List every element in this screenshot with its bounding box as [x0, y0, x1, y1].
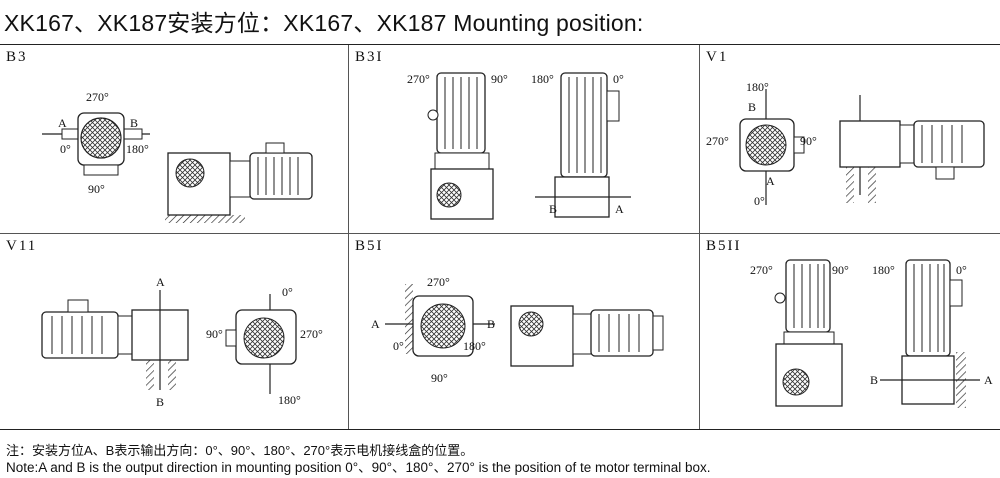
b3-drawing: 270° 0° 180° 90° A B [42, 90, 313, 223]
cell-b3: B3 270° 0° 180° 90° A B [0, 45, 349, 234]
svg-text:90°: 90° [431, 371, 448, 385]
cell-label: B5II [706, 238, 742, 254]
cell-b3i: B3I 270° 90° 180° 0° B A [349, 45, 700, 234]
svg-text:B: B [748, 100, 756, 114]
svg-text:90°: 90° [206, 327, 223, 341]
svg-text:180°: 180° [278, 393, 301, 407]
svg-text:A: A [615, 202, 624, 216]
svg-text:0°: 0° [613, 72, 624, 86]
b3i-drawing: 270° 90° 180° 0° B A [407, 72, 631, 220]
svg-text:B: B [487, 317, 495, 331]
svg-text:180°: 180° [872, 263, 895, 277]
v11-drawing: A B 0° 90° 270° 180° [41, 275, 323, 409]
angle-180: 180° [126, 142, 149, 156]
svg-text:A: A [984, 373, 993, 387]
svg-text:B: B [870, 373, 878, 387]
cell-b5i: B5I 270° 0° 180° 90° A B [349, 234, 700, 429]
svg-text:0°: 0° [282, 285, 293, 299]
svg-text:90°: 90° [832, 263, 849, 277]
svg-text:270°: 270° [300, 327, 323, 341]
b5ii-drawing: 270° 90° 180° 0° B A [750, 259, 993, 408]
svg-text:A: A [156, 275, 165, 289]
svg-text:0°: 0° [956, 263, 967, 277]
angle-90: 90° [88, 182, 105, 196]
svg-text:0°: 0° [754, 194, 765, 208]
cell-b5ii: B5II 270° 90° 180° 0° B A [700, 234, 1000, 429]
svg-text:270°: 270° [427, 275, 450, 289]
svg-text:B: B [156, 395, 164, 409]
v1-drawing: 180° 270° 90° 0° B A [706, 80, 985, 208]
angle-270: 270° [86, 90, 109, 104]
svg-text:A: A [371, 317, 380, 331]
cell-v11: V11 A B 0° 90° 270° 180° [0, 234, 349, 429]
svg-text:270°: 270° [407, 72, 430, 86]
cell-label: B5I [355, 238, 384, 254]
svg-text:180°: 180° [531, 72, 554, 86]
cell-label: V11 [6, 238, 38, 254]
svg-text:A: A [766, 174, 775, 188]
svg-text:0°: 0° [393, 339, 404, 353]
svg-text:90°: 90° [800, 134, 817, 148]
angle-0: 0° [60, 142, 71, 156]
page-title: XK167、XK187安装方位：XK167、XK187 Mounting pos… [4, 10, 644, 36]
cell-label: B3I [355, 49, 384, 65]
mounting-position-grid: B3 270° 0° 180° 90° A B [0, 44, 1000, 430]
b5i-drawing: 270° 0° 180° 90° A B [371, 275, 664, 385]
svg-text:270°: 270° [750, 263, 773, 277]
cell-label: V1 [706, 49, 729, 65]
note-english: Note:A and B is the output direction in … [6, 460, 711, 475]
svg-text:180°: 180° [746, 80, 769, 94]
svg-text:B: B [549, 202, 557, 216]
output-b: B [130, 116, 138, 130]
cell-v1: V1 180° 270° 90° 0° B A [700, 45, 1000, 234]
note-chinese: 注：安装方位A、B表示输出方向：0°、90°、180°、270°表示电机接线盒的… [6, 443, 474, 458]
svg-text:270°: 270° [706, 134, 729, 148]
output-a: A [58, 116, 67, 130]
svg-text:90°: 90° [491, 72, 508, 86]
cell-label: B3 [6, 49, 28, 65]
svg-text:180°: 180° [463, 339, 486, 353]
